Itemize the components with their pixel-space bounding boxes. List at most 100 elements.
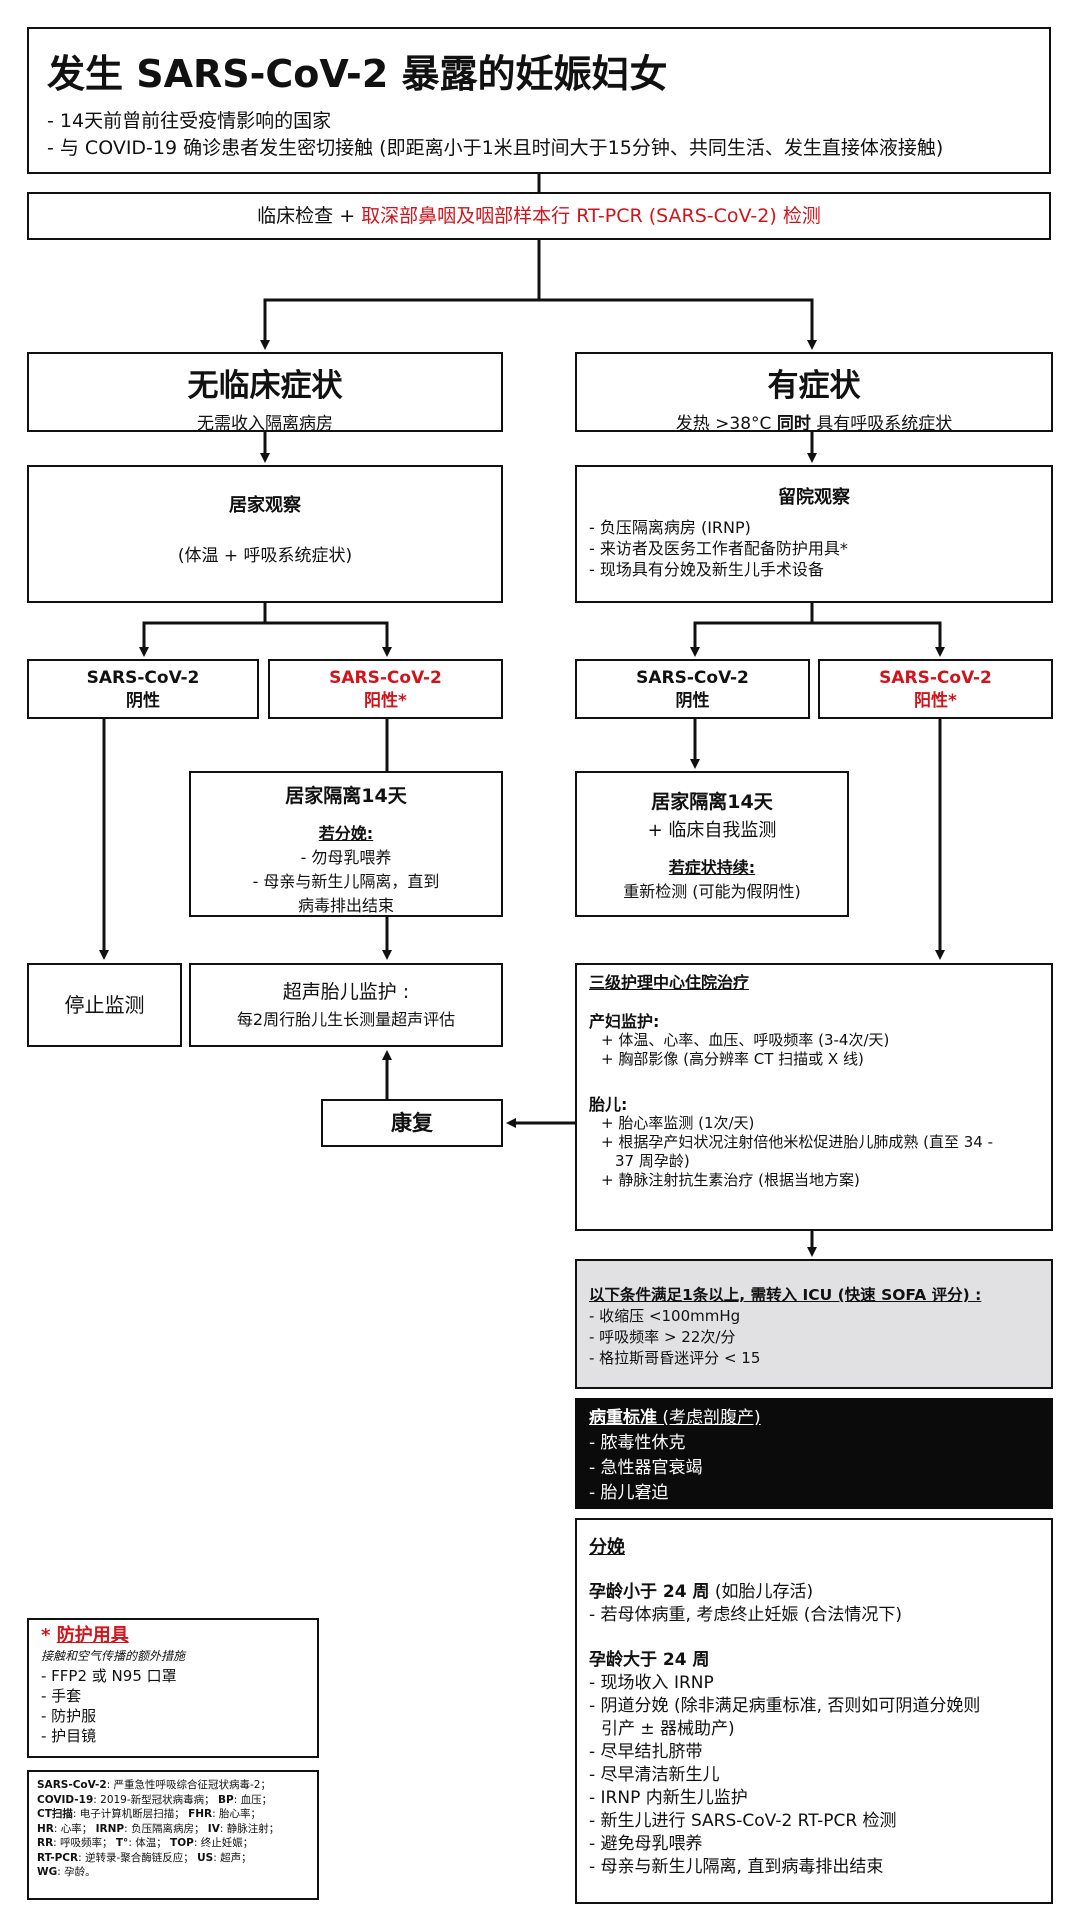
asymptomatic-box: 无临床症状 无需收入隔离病房 — [27, 352, 503, 434]
arrow-to-pos-left — [265, 621, 392, 657]
symptomatic-subtitle-a: 发热 >38°C — [675, 414, 777, 434]
severe-title: 病重标准 (考虑剖腹产) — [589, 1406, 1039, 1431]
abbreviation-key: US — [197, 1851, 214, 1864]
ultrasound-title: 超声胎儿监护 : — [282, 981, 410, 1003]
delivery-box: 分娩 孕龄小于 24 周 (如胎儿存活) - 若母体病重, 考虑终止妊娠 (合法… — [575, 1518, 1053, 1904]
abbreviations-list: SARS-CoV-2: 严重急性呼吸综合征冠状病毒-2；COVID-19: 20… — [37, 1778, 309, 1880]
abbreviation-desc: : 血压； — [233, 1793, 273, 1806]
maternal-item: + 体温、心率、血压、呼吸频率 (3-4次/天) — [601, 1031, 890, 1049]
icu-item: - 格拉斯哥昏迷评分 < 15 — [589, 1349, 761, 1367]
abbreviation-key: COVID-19 — [37, 1793, 94, 1806]
symptomatic-title: 有症状 — [767, 368, 861, 404]
abbreviation-key: SARS-CoV-2 — [37, 1779, 107, 1791]
asymptomatic-subtitle: 无需收入隔离病房 — [197, 414, 333, 434]
gt24-item: - IRNP 内新生儿监护 — [589, 1788, 748, 1808]
abbreviation-desc: : 严重急性呼吸综合征冠状病毒-2； — [106, 1779, 271, 1791]
home-observation-box: 居家观察 (体温 + 呼吸系统症状) — [27, 465, 503, 603]
result-negative-right: SARS-CoV-2 阴性 — [575, 659, 810, 719]
ppe-subtitle: 接触和空气传播的额外措施 — [41, 1649, 186, 1663]
arrow-to-neg-left — [139, 603, 267, 657]
abbreviation-desc: : 呼吸频率； — [53, 1837, 116, 1849]
gt24-item: - 阴道分娩 (除非满足病重标准, 否则如可阴道分娩则 — [589, 1696, 981, 1716]
abbreviation-desc: : 2019-新型冠状病毒病； — [93, 1793, 218, 1806]
fetal-item: + 胎心率监测 (1次/天) — [601, 1114, 755, 1132]
test-box: 临床检查 + 取深部鼻咽及咽部样本行 RT-PCR (SARS-CoV-2) 检… — [27, 192, 1051, 240]
abbreviation-line: WG: 孕龄。 — [37, 1865, 309, 1880]
test-highlight: 取深部鼻咽及咽部样本行 RT-PCR (SARS-CoV-2) 检测 — [361, 205, 821, 227]
fetal-heading: 胎儿: — [589, 1095, 628, 1114]
ppe-item: - 手套 — [41, 1687, 82, 1705]
test-prefix: 临床检查 + — [257, 205, 362, 227]
home-isolation-item: 病毒排出结束 — [297, 896, 394, 915]
abbreviation-desc: : 体温； — [128, 1837, 171, 1849]
gt24-item: - 避免母乳喂养 — [589, 1834, 703, 1854]
abbreviation-key: CT扫描 — [37, 1808, 73, 1820]
abbreviation-key: RR — [37, 1837, 54, 1849]
hospital-observation-item: - 负压隔离病房 (IRNP) — [589, 518, 751, 537]
result-value: 阴性 — [126, 691, 160, 711]
gt24-item: - 新生儿进行 SARS-CoV-2 RT-PCR 检测 — [589, 1811, 897, 1831]
maternal-item: + 胸部影像 (高分辨率 CT 扫描或 X 线) — [601, 1050, 864, 1068]
lt24-heading: 孕龄小于 24 周 (如胎儿存活) — [589, 1581, 1039, 1604]
abbreviation-desc: : 孕龄。 — [57, 1866, 96, 1878]
tertiary-care-box: 三级护理中心住院治疗 产妇监护: + 体温、心率、血压、呼吸频率 (3-4次/天… — [575, 963, 1053, 1231]
severe-item: - 急性器官衰竭 — [589, 1458, 703, 1478]
abbreviation-line: SARS-CoV-2: 严重急性呼吸综合征冠状病毒-2； — [37, 1778, 309, 1793]
severe-title-main: 病重标准 — [589, 1408, 657, 1428]
lt24-item: - 若母体病重, 考虑终止妊娠 (合法情况下) — [589, 1605, 903, 1625]
header-box: 发生 SARS-CoV-2 暴露的妊娠妇女 - 14天前曾前往受疫情影响的国家 … — [27, 27, 1051, 174]
abbreviation-desc: : 胎心率； — [212, 1808, 262, 1820]
arrow-to-neg-right — [690, 603, 814, 657]
abbreviation-desc: : 电子计算机断层扫描； — [72, 1808, 189, 1820]
home-isolation-subheading: 若分娩: — [318, 824, 374, 843]
lt24-heading-main: 孕龄小于 24 周 — [589, 1582, 710, 1602]
result-value: 阳性* — [364, 691, 407, 711]
ultrasound-box: 超声胎儿监护 : 每2周行胎儿生长测量超声评估 — [189, 963, 503, 1047]
gt24-item: - 母亲与新生儿隔离, 直到病毒排出结束 — [589, 1857, 884, 1877]
stop-monitoring-label: 停止监测 — [64, 993, 145, 1017]
ppe-item: - 护目镜 — [41, 1727, 97, 1745]
symptomatic-subtitle: 发热 >38°C 同时 具有呼吸系统症状 — [577, 409, 1051, 434]
abbreviations-box: SARS-CoV-2: 严重急性呼吸综合征冠状病毒-2；COVID-19: 20… — [27, 1770, 319, 1900]
ppe-legend-box: * 防护用具 接触和空气传播的额外措施 - FFP2 或 N95 口罩 - 手套… — [27, 1618, 319, 1758]
result-label: SARS-CoV-2 — [879, 668, 992, 688]
abbreviation-key: FHR — [188, 1808, 213, 1820]
abbreviation-key: RT-PCR — [37, 1851, 79, 1864]
icu-criteria-box: 以下条件满足1条以上, 需转入 ICU (快速 SOFA 评分) : - 收缩压… — [575, 1259, 1053, 1389]
abbreviation-line: HR: 心率； IRNP: 负压隔离病房； IV: 静脉注射； — [37, 1822, 309, 1837]
severe-item: - 胎儿窘迫 — [589, 1483, 669, 1503]
result-label: SARS-CoV-2 — [636, 668, 749, 688]
abbreviation-desc: : 超声； — [213, 1851, 252, 1864]
hospital-observation-item: - 来访者及医务工作者配备防护用具* — [589, 539, 848, 558]
abbreviation-line: RT-PCR: 逆转录-聚合酶链反应； US: 超声； — [37, 1851, 309, 1866]
severe-criteria-box: 病重标准 (考虑剖腹产) - 脓毒性休克 - 急性器官衰竭 - 胎儿窘迫 — [575, 1398, 1053, 1509]
ppe-star: * — [41, 1625, 51, 1646]
abbreviation-key: TOP — [170, 1837, 194, 1849]
stop-monitoring-box: 停止监测 — [27, 963, 182, 1047]
abbreviation-desc: : 心率； — [53, 1822, 96, 1835]
result-value: 阳性* — [914, 691, 957, 711]
ppe-item: - FFP2 或 N95 口罩 — [41, 1667, 177, 1685]
fetal-item: 37 周孕龄) — [615, 1152, 690, 1170]
home-isolation-item: - 母亲与新生儿隔离，直到 — [252, 872, 440, 891]
abbreviation-key: IV — [207, 1822, 220, 1835]
abbreviation-desc: : 终止妊娠； — [193, 1837, 254, 1849]
ppe-title-text: 防护用具 — [56, 1625, 129, 1646]
symptomatic-subtitle-b: 同时 — [776, 414, 811, 434]
result-value: 阴性 — [675, 691, 710, 711]
arrow-to-asymptomatic — [260, 240, 541, 350]
recovery-box: 康复 — [321, 1099, 503, 1147]
hospital-observation-title: 留院观察 — [778, 487, 850, 508]
gt24-item: - 现场收入 IRNP — [589, 1673, 714, 1693]
home-isolation-left-box: 居家隔离14天 若分娩: - 勿母乳喂养 - 母亲与新生儿隔离，直到 病毒排出结… — [189, 771, 503, 917]
ultrasound-detail: 每2周行胎儿生长测量超声评估 — [236, 1010, 456, 1029]
abbreviation-key: T° — [115, 1837, 129, 1849]
recovery-label: 康复 — [391, 1111, 433, 1135]
ppe-title: * 防护用具 — [41, 1626, 305, 1646]
home-isolation-title: 居家隔离14天 — [285, 785, 407, 807]
gt24-item: - 尽早结扎脐带 — [589, 1742, 703, 1762]
result-negative-left: SARS-CoV-2 阴性 — [27, 659, 259, 719]
ppe-item: - 防护服 — [41, 1707, 97, 1725]
icu-title: 以下条件满足1条以上, 需转入 ICU (快速 SOFA 评分) : — [589, 1286, 982, 1304]
abbreviation-desc: : 静脉注射； — [219, 1822, 280, 1835]
